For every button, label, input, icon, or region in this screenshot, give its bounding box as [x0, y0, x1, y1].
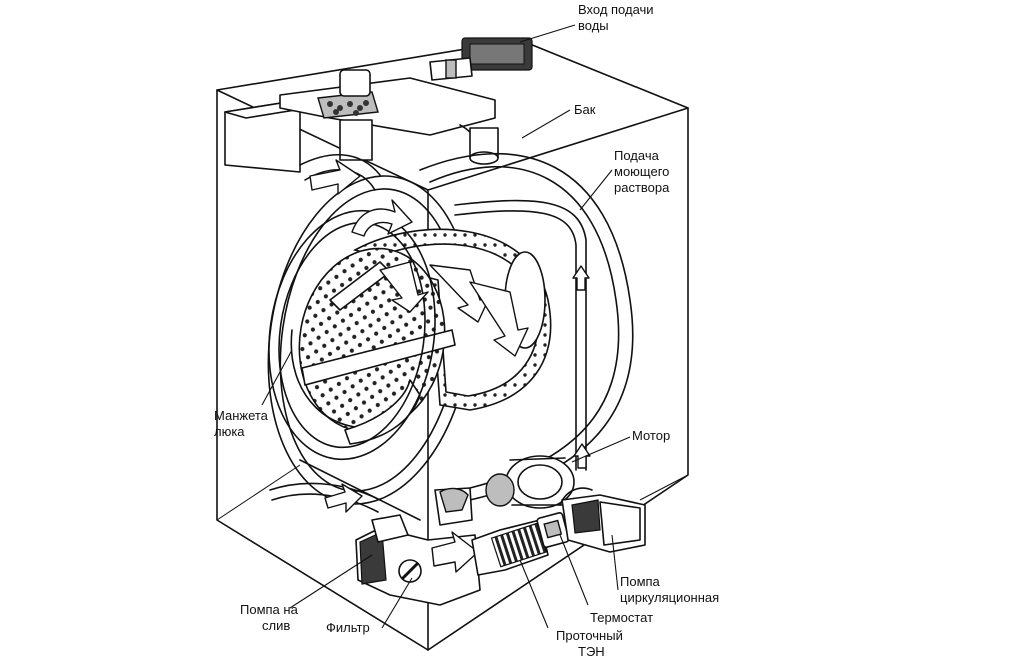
- leader-door-seal: [261, 349, 293, 406]
- drain-pump: [355, 514, 481, 606]
- leader-flow-heater: [519, 559, 549, 629]
- label-thermostat: Термостат: [590, 610, 653, 625]
- label-door-seal: Манжета люка: [214, 408, 272, 439]
- sump-connector: [299, 459, 473, 526]
- label-motor: Мотор: [632, 428, 670, 443]
- leader-lines: [261, 24, 631, 629]
- flow-arrows: [309, 159, 529, 357]
- leader-drain-pump: [289, 554, 373, 609]
- detergent-supply-hose: [454, 199, 591, 471]
- leader-thermostat: [559, 534, 589, 606]
- label-filter: Фильтр: [326, 620, 370, 635]
- flow-heater: [471, 519, 549, 576]
- leader-circulation-pump: [611, 534, 619, 591]
- drain-hose: [269, 482, 381, 513]
- label-drain-pump: Помпа на слив: [240, 602, 301, 633]
- label-flow-heater: Проточный ТЭН: [556, 628, 626, 659]
- label-water-inlet: Вход подачи воды: [578, 2, 657, 33]
- label-tank: Бак: [574, 102, 596, 117]
- leader-detergent-supply: [579, 169, 613, 211]
- labels: Вход подачи воды Бак Подача моющего раст…: [214, 2, 719, 659]
- filter: [398, 559, 422, 583]
- leader-motor: [571, 436, 631, 463]
- dispenser-hoses: [299, 119, 499, 191]
- circulation-pump: [559, 487, 646, 553]
- leader-filter: [381, 577, 413, 629]
- water-inlet-valve: [429, 37, 533, 81]
- leader-water-inlet: [519, 24, 576, 43]
- label-detergent-supply: Подача моющего раствора: [614, 148, 673, 195]
- motor: [485, 455, 575, 509]
- label-circulation-pump: Помпа циркуляционная: [620, 574, 719, 605]
- leader-tank: [521, 109, 571, 139]
